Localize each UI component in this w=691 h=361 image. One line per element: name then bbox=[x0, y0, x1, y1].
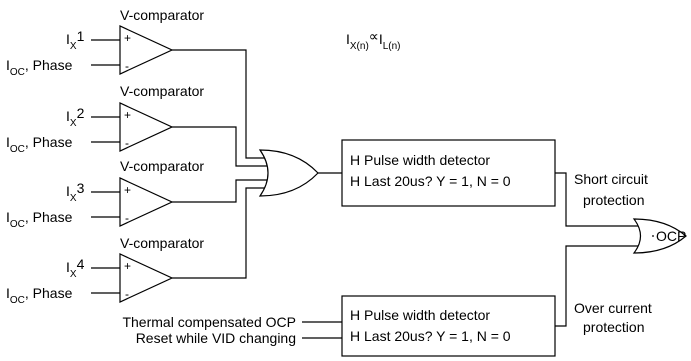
comparator-2-symbol bbox=[119, 102, 174, 152]
comparator-3-plus: + bbox=[124, 183, 131, 197]
comparator-3-symbol bbox=[119, 177, 174, 227]
detector-bottom-line1: H Pulse width detector bbox=[350, 307, 490, 323]
comparator-4-title: V-comparator bbox=[120, 235, 204, 251]
comparator-1: V-comparator + - IX1 IOC, Phase bbox=[6, 7, 204, 78]
comparator-3-ix-input: IX3 bbox=[66, 180, 85, 204]
comparator-3: V-comparator + - IX3 IOC, Phase bbox=[6, 158, 204, 230]
ocp-output-label: OCP bbox=[656, 228, 686, 244]
comparator-4-ix-input: IX4 bbox=[66, 256, 85, 280]
over-current-wire bbox=[555, 245, 640, 327]
comparator-1-symbol bbox=[119, 25, 174, 75]
detector-top-line1: H Pulse width detector bbox=[350, 152, 490, 168]
comparator-3-ioc-input: IOC, Phase bbox=[6, 209, 73, 230]
comparator-4-plus: + bbox=[124, 259, 131, 273]
comparator-output-wires bbox=[172, 49, 270, 279]
comparator-4: V-comparator + - IX4 IOC, Phase bbox=[6, 235, 204, 306]
short-circuit-label: Short circuit bbox=[574, 171, 648, 187]
detector-top-line2: H Last 20us? Y = 1, N = 0 bbox=[350, 173, 511, 189]
comparator-3-minus: - bbox=[125, 211, 129, 225]
comparator-2-ioc-input: IOC, Phase bbox=[6, 134, 73, 155]
short-circuit-label-2: protection bbox=[583, 192, 644, 208]
over-current-label-2: protection bbox=[583, 319, 644, 335]
comparator-2-ix-input: IX2 bbox=[66, 105, 85, 129]
comparator-1-plus: + bbox=[124, 31, 131, 45]
comparator-2-plus: + bbox=[124, 108, 131, 122]
comparator-4-minus: - bbox=[125, 287, 129, 301]
thermal-compensated-input: Thermal compensated OCP bbox=[122, 314, 296, 330]
comparator-4-symbol bbox=[119, 253, 174, 303]
detector-bottom-line2: H Last 20us? Y = 1, N = 0 bbox=[350, 328, 511, 344]
or-gate-output bbox=[632, 218, 687, 254]
comparator-2-title: V-comparator bbox=[120, 83, 204, 99]
comparator-2: V-comparator + - IX2 IOC, Phase bbox=[6, 83, 204, 155]
comparator-1-ix-input: IX1 bbox=[66, 28, 85, 52]
comparator-2-minus: - bbox=[125, 136, 129, 150]
short-circuit-wire bbox=[555, 172, 640, 227]
pulse-width-detector-bottom: H Pulse width detector H Last 20us? Y = … bbox=[341, 295, 556, 357]
reset-vid-input: Reset while VID changing bbox=[136, 330, 296, 346]
comparator-1-minus: - bbox=[125, 59, 129, 73]
comparator-1-title: V-comparator bbox=[120, 7, 204, 23]
comparator-1-ioc-input: IOC, Phase bbox=[6, 57, 73, 78]
over-current-label: Over current bbox=[574, 300, 652, 316]
comparator-3-title: V-comparator bbox=[120, 158, 204, 174]
proportional-equation: IX(n)∝IL(n) bbox=[346, 28, 401, 52]
pulse-width-detector-top: H Pulse width detector H Last 20us? Y = … bbox=[341, 139, 556, 207]
or-gate-four-input bbox=[258, 149, 319, 197]
comparator-4-ioc-input: IOC, Phase bbox=[6, 285, 73, 306]
